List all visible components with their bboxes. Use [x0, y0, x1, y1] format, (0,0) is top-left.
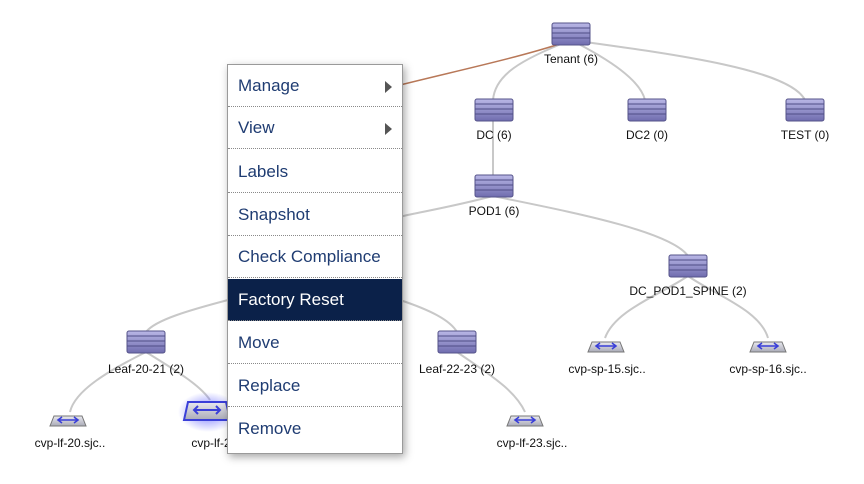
lf23-node-label: cvp-lf-23.sjc.. [496, 436, 568, 450]
menu-item-check-compliance[interactable]: Check Compliance [228, 236, 402, 278]
link-tenant-test [570, 39, 806, 101]
menu-item-label: Remove [238, 419, 302, 438]
menu-item-label: Check Compliance [238, 247, 381, 266]
test-node-icon[interactable] [785, 98, 825, 122]
leaf2021-node-label: Leaf-20-21 (2) [107, 362, 185, 376]
spine-node-label: DC_POD1_SPINE (2) [629, 284, 747, 298]
menu-item-factory-reset[interactable]: Factory Reset [228, 279, 402, 321]
menu-item-label: Factory Reset [238, 290, 344, 309]
menu-item-label: Move [238, 333, 280, 352]
tenant-node-icon[interactable] [551, 22, 591, 46]
menu-item-label: Labels [238, 162, 289, 181]
link-pod1-leaf2223 [399, 299, 458, 333]
submenu-arrow-icon [385, 81, 392, 93]
lf23-switch-icon[interactable] [506, 415, 544, 427]
leaf2021-node-icon[interactable] [126, 330, 166, 354]
link-spine-sp16 [687, 275, 769, 339]
pod1-node-icon[interactable] [474, 174, 514, 198]
context-menu: Manage View Labels Snapshot Check Compli… [227, 64, 403, 454]
leaf2223-node-label: Leaf-22-23 (2) [418, 362, 496, 376]
leaf2223-node-icon[interactable] [437, 330, 477, 354]
submenu-arrow-icon [385, 123, 392, 135]
dc2-node-icon[interactable] [627, 98, 667, 122]
lf20-node-label: cvp-lf-20.sjc.. [34, 436, 106, 450]
dc-node-label: DC (6) [476, 128, 512, 142]
tenant-node-label: Tenant (6) [543, 52, 599, 66]
menu-item-labels[interactable]: Labels [228, 151, 402, 193]
sp16-node-label: cvp-sp-16.sjc.. [729, 362, 807, 376]
test-node-label: TEST (0) [780, 128, 830, 142]
spine-node-icon[interactable] [668, 254, 708, 278]
menu-item-move[interactable]: Move [228, 322, 402, 364]
link-leaf2021-lf20 [69, 351, 147, 413]
menu-item-snapshot[interactable]: Snapshot [228, 194, 402, 236]
sp15-switch-icon[interactable] [587, 341, 625, 353]
link-pod1-leaf2021 [145, 299, 229, 333]
menu-item-replace[interactable]: Replace [228, 365, 402, 407]
menu-item-label: Replace [238, 376, 301, 395]
dc2-node-label: DC2 (0) [625, 128, 669, 142]
menu-item-label: Manage [238, 76, 300, 95]
lf21-node-label: cvp-lf-2 [191, 436, 231, 450]
link-tenant-dc2 [570, 39, 646, 101]
topology-links [69, 39, 806, 413]
link-pod1-spine [492, 195, 689, 257]
link-leaf2223-lf23 [456, 351, 526, 413]
lf21-switch-icon-selected[interactable] [178, 392, 238, 432]
link-spine-sp15 [604, 275, 689, 339]
menu-item-remove[interactable]: Remove [228, 408, 402, 450]
link-tenant-dc [492, 39, 572, 101]
sp15-node-label: cvp-sp-15.sjc.. [568, 362, 646, 376]
sp16-switch-icon[interactable] [749, 341, 787, 353]
dc-node-icon[interactable] [474, 98, 514, 122]
pod1-node-label: POD1 (6) [468, 204, 520, 218]
menu-item-manage[interactable]: Manage [228, 65, 402, 107]
menu-item-view[interactable]: View [228, 107, 402, 149]
lf20-switch-icon[interactable] [49, 415, 87, 427]
menu-item-label: Snapshot [238, 205, 310, 224]
menu-item-label: View [238, 118, 275, 137]
